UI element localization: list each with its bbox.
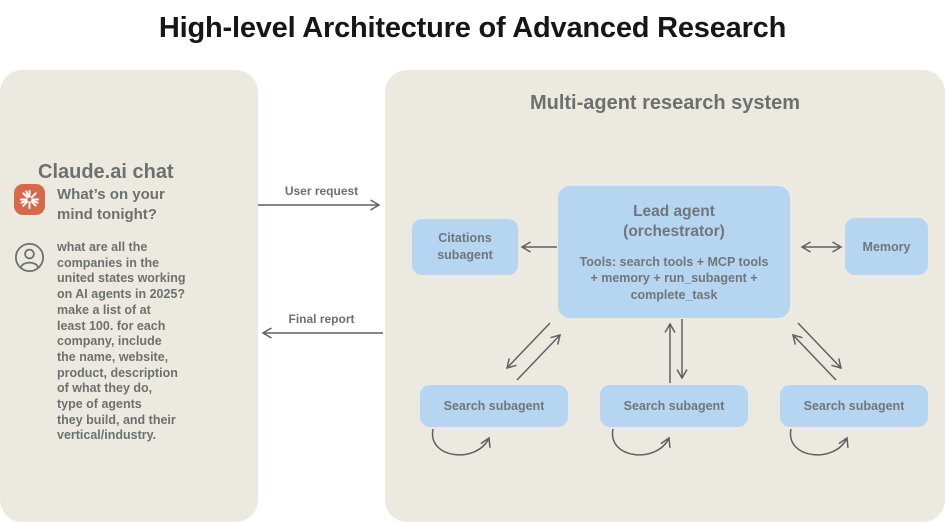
assistant-prompt-text: What’s on your mind tonight?: [57, 186, 165, 223]
search-subagent-box-1: Search subagent: [420, 385, 568, 427]
memory-box: Memory: [845, 218, 928, 275]
chat-panel-header: Claude.ai chat: [38, 161, 174, 183]
page-title: High-level Architecture of Advanced Rese…: [158, 12, 787, 44]
search-subagent-box-3: Search subagent: [780, 385, 928, 427]
claude-starburst-icon: [14, 184, 45, 215]
citations-subagent-box: Citations subagent: [412, 219, 518, 275]
search-subagent-box-2: Search subagent: [600, 385, 748, 427]
lead-agent-box: Lead agent (orchestrator) Tools: search …: [558, 186, 790, 318]
final-report-label: Final report: [288, 312, 355, 326]
lead-agent-title: Lead agent (orchestrator): [623, 203, 725, 240]
starburst-glyph: [19, 189, 40, 210]
user-avatar-icon: [14, 242, 45, 273]
user-request-label: User request: [284, 184, 359, 198]
claude-chat-panel: Claude.ai chat: [0, 70, 258, 522]
user-message-text: what are all the companies in the united…: [57, 240, 186, 443]
research-panel-header: Multi-agent research system: [529, 92, 801, 114]
lead-agent-tools: Tools: search tools + MCP tools + memory…: [579, 254, 769, 303]
